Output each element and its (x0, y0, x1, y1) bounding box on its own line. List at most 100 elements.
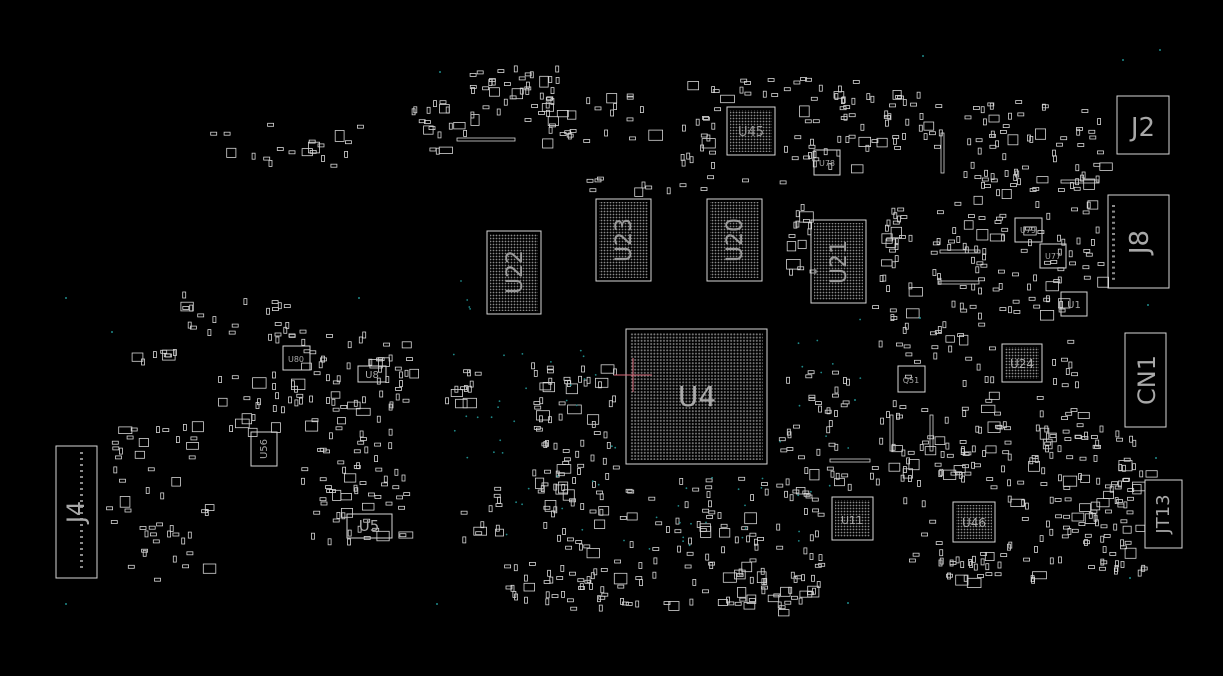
passive-component (981, 404, 996, 413)
via (761, 477, 764, 480)
passive-component (1001, 188, 1012, 199)
passive-component (988, 114, 1000, 123)
passive-component (596, 490, 603, 495)
connector-jt13[interactable]: JT13 (1144, 479, 1183, 549)
connector-j4[interactable]: J4 (55, 445, 98, 579)
passive-component (973, 195, 983, 205)
chip-u11-label: U11 (841, 514, 863, 527)
passive-component (899, 235, 906, 239)
chip-u21[interactable]: U21 (810, 219, 867, 304)
passive-component (880, 417, 884, 425)
chip-u23-label: U23 (612, 218, 637, 262)
passive-component (966, 577, 982, 588)
passive-component (990, 178, 998, 183)
chip-u56[interactable]: U56 (250, 431, 278, 467)
passive-component (976, 229, 989, 241)
via (521, 353, 524, 355)
passive-component (834, 410, 838, 417)
passive-component (319, 497, 327, 502)
chip-u1[interactable]: U1 (1060, 291, 1088, 317)
chip-u77[interactable]: U77 (1039, 243, 1067, 269)
chip-u4[interactable]: U4 (614, 328, 768, 465)
passive-component (1095, 439, 1100, 447)
passive-component (482, 105, 490, 110)
chip-u20[interactable]: U20 (706, 198, 763, 282)
passive-component (801, 574, 805, 582)
passive-component (1002, 450, 1010, 455)
passive-component (1017, 112, 1025, 117)
passive-component (367, 492, 375, 497)
passive-component (894, 243, 899, 251)
passive-component (908, 459, 920, 471)
passive-component (189, 304, 194, 312)
passive-component (309, 395, 314, 403)
connector-j8[interactable]: J8 (1107, 194, 1170, 289)
passive-component (589, 188, 597, 193)
passive-component (978, 277, 985, 282)
via (1129, 577, 1131, 579)
passive-component (1057, 248, 1062, 256)
passive-component (780, 448, 788, 453)
passive-component (141, 358, 145, 366)
passive-component (519, 87, 524, 95)
passive-component (1049, 496, 1054, 504)
connector-cn1[interactable]: CN1 (1124, 332, 1167, 428)
passive-component (951, 300, 956, 308)
chip-u46-label: U46 (962, 516, 986, 530)
chip-u22[interactable]: U22 (486, 230, 542, 315)
passive-component (949, 561, 957, 565)
chip-u23[interactable]: U23 (595, 198, 652, 282)
passive-component (556, 576, 564, 580)
passive-component (1082, 265, 1090, 270)
passive-component (953, 465, 966, 473)
passive-component (786, 258, 801, 270)
passive-component (1071, 207, 1078, 212)
passive-component (1020, 248, 1028, 253)
passive-component (341, 512, 346, 520)
chip-u8[interactable]: U8 (357, 365, 387, 383)
passive-component (666, 187, 671, 195)
via (597, 483, 600, 486)
passive-component (908, 287, 923, 297)
passive-component (914, 359, 921, 364)
passive-component (327, 538, 332, 546)
passive-component (1086, 201, 1091, 209)
passive-component (605, 472, 610, 480)
chip-u79[interactable]: U79 (1014, 217, 1043, 243)
chip-u45[interactable]: U45 (726, 106, 776, 156)
passive-component (266, 307, 271, 315)
passive-component (712, 89, 720, 93)
passive-component (985, 563, 990, 571)
chip-u24[interactable]: U24 (1001, 343, 1043, 383)
transistor-q51[interactable]: Q51 (897, 365, 926, 393)
via (688, 544, 691, 547)
passive-component (886, 285, 890, 293)
passive-component (257, 398, 261, 406)
chip-u78[interactable]: U78 (813, 149, 841, 176)
passive-component (997, 561, 1002, 569)
via (816, 339, 819, 342)
connector-j2[interactable]: J2 (1116, 95, 1170, 155)
passive-component (493, 493, 501, 498)
chip-u46[interactable]: U46 (952, 501, 996, 543)
passive-component (586, 97, 591, 105)
chip-u11[interactable]: U11 (831, 496, 874, 541)
via (859, 318, 861, 321)
passive-component (648, 129, 663, 141)
passive-component (1114, 497, 1119, 505)
passive-component (760, 567, 765, 575)
passive-component (204, 509, 209, 516)
passive-component (640, 106, 644, 113)
chip-u80[interactable]: U80 (282, 345, 311, 371)
passive-component (1093, 162, 1101, 167)
passive-component (340, 492, 352, 501)
passive-component (335, 426, 343, 431)
passive-component (924, 446, 937, 456)
passive-component (1029, 135, 1034, 143)
passive-component (1071, 372, 1078, 377)
chip-u5[interactable]: U5 (346, 513, 393, 539)
passive-component (1097, 118, 1101, 125)
passive-component (808, 151, 812, 159)
passive-component (938, 470, 943, 478)
